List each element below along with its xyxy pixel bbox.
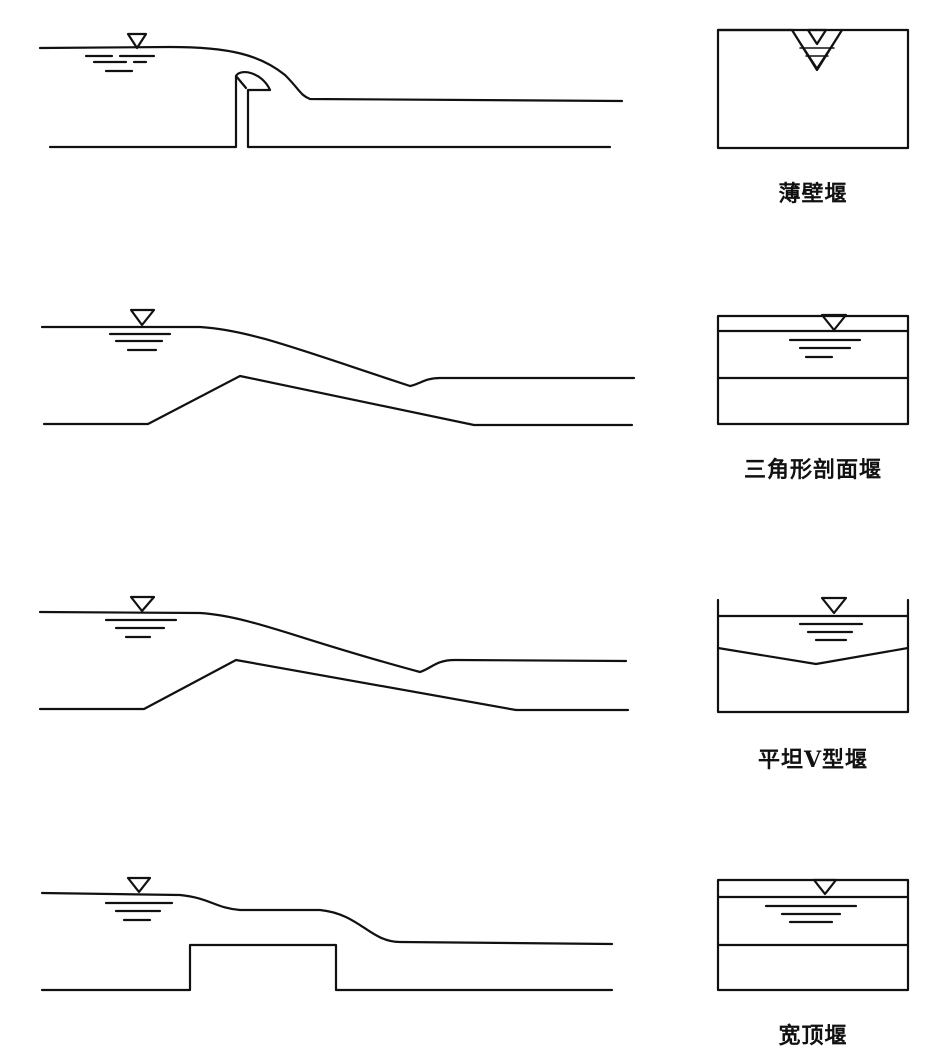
- water-level-icon: [820, 313, 848, 332]
- triangular-profile-weir-section: [716, 313, 910, 426]
- label-triangular-profile-weir: 三角形剖面堰: [743, 457, 882, 483]
- label-broad-crested-weir: 宽顶堰: [778, 1023, 848, 1049]
- water-level-icon: [126, 876, 152, 894]
- triangular-profile-weir-profile: [40, 308, 636, 427]
- water-level-icon: [812, 878, 838, 896]
- water-level-icon: [129, 595, 156, 613]
- water-level-icon: [129, 308, 156, 327]
- water-level-icon: [126, 32, 148, 50]
- thin-plate-weir-profile: [38, 32, 624, 149]
- water-level-icon: [820, 596, 848, 615]
- broad-crested-weir-profile: [40, 876, 614, 992]
- thin-plate-weir-section: [716, 28, 910, 150]
- water-hatch: [84, 54, 156, 73]
- label-flat-v-weir: 平坦V型堰: [757, 747, 869, 773]
- water-level-icon: [806, 28, 828, 46]
- flat-v-weir-profile: [38, 595, 630, 712]
- label-thin-plate-weir: 薄壁堰: [778, 181, 848, 207]
- broad-crested-weir-section: [716, 878, 910, 992]
- flat-v-weir-section: [716, 596, 910, 714]
